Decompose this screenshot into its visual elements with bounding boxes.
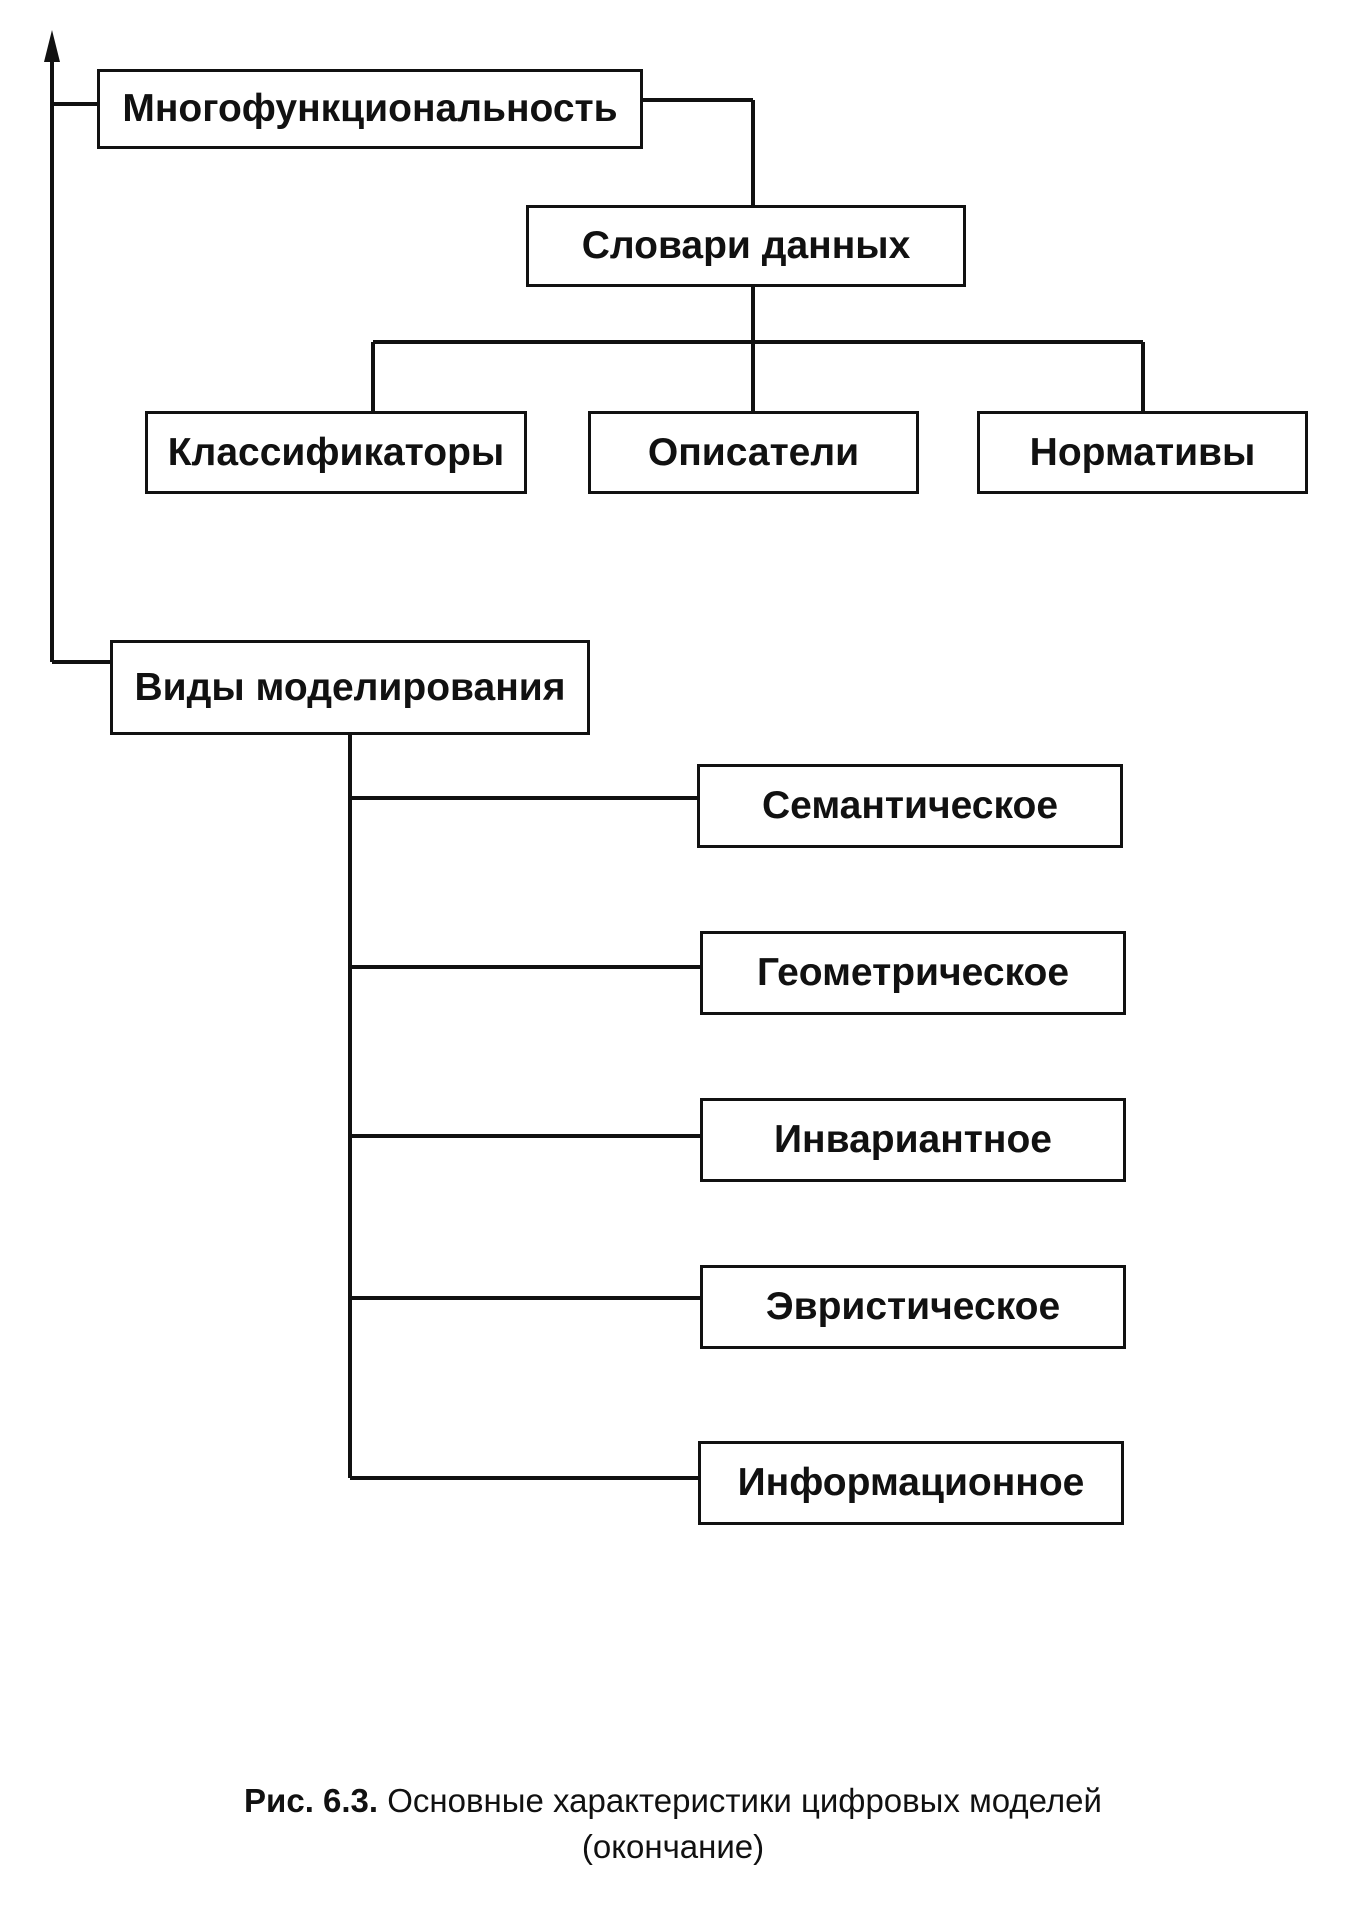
figure-caption: Рис. 6.3. Основные характеристики цифров… bbox=[0, 1778, 1346, 1870]
node-invariant: Инвариантное bbox=[700, 1098, 1126, 1182]
node-descriptors: Описатели bbox=[588, 411, 919, 494]
node-normatives: Нормативы bbox=[977, 411, 1308, 494]
node-heuristic: Эвристическое bbox=[700, 1265, 1126, 1349]
caption-text: Основные характеристики цифровых моделей bbox=[387, 1782, 1102, 1819]
node-data-dictionaries: Словари данных bbox=[526, 205, 966, 287]
caption-line-2: (окончание) bbox=[581, 1828, 765, 1865]
node-geometric: Геометрическое bbox=[700, 931, 1126, 1015]
node-informational: Информационное bbox=[698, 1441, 1124, 1525]
caption-line-1: Рис. 6.3. Основные характеристики цифров… bbox=[0, 1778, 1346, 1824]
caption-label: Рис. 6.3. bbox=[244, 1782, 379, 1819]
up-arrow-icon bbox=[44, 30, 60, 62]
node-modeling-types: Виды моделирования bbox=[110, 640, 590, 735]
node-classifiers: Классификаторы bbox=[145, 411, 527, 494]
node-semantic: Семантическое bbox=[697, 764, 1123, 848]
node-multifunctionality: Многофункциональность bbox=[97, 69, 643, 149]
